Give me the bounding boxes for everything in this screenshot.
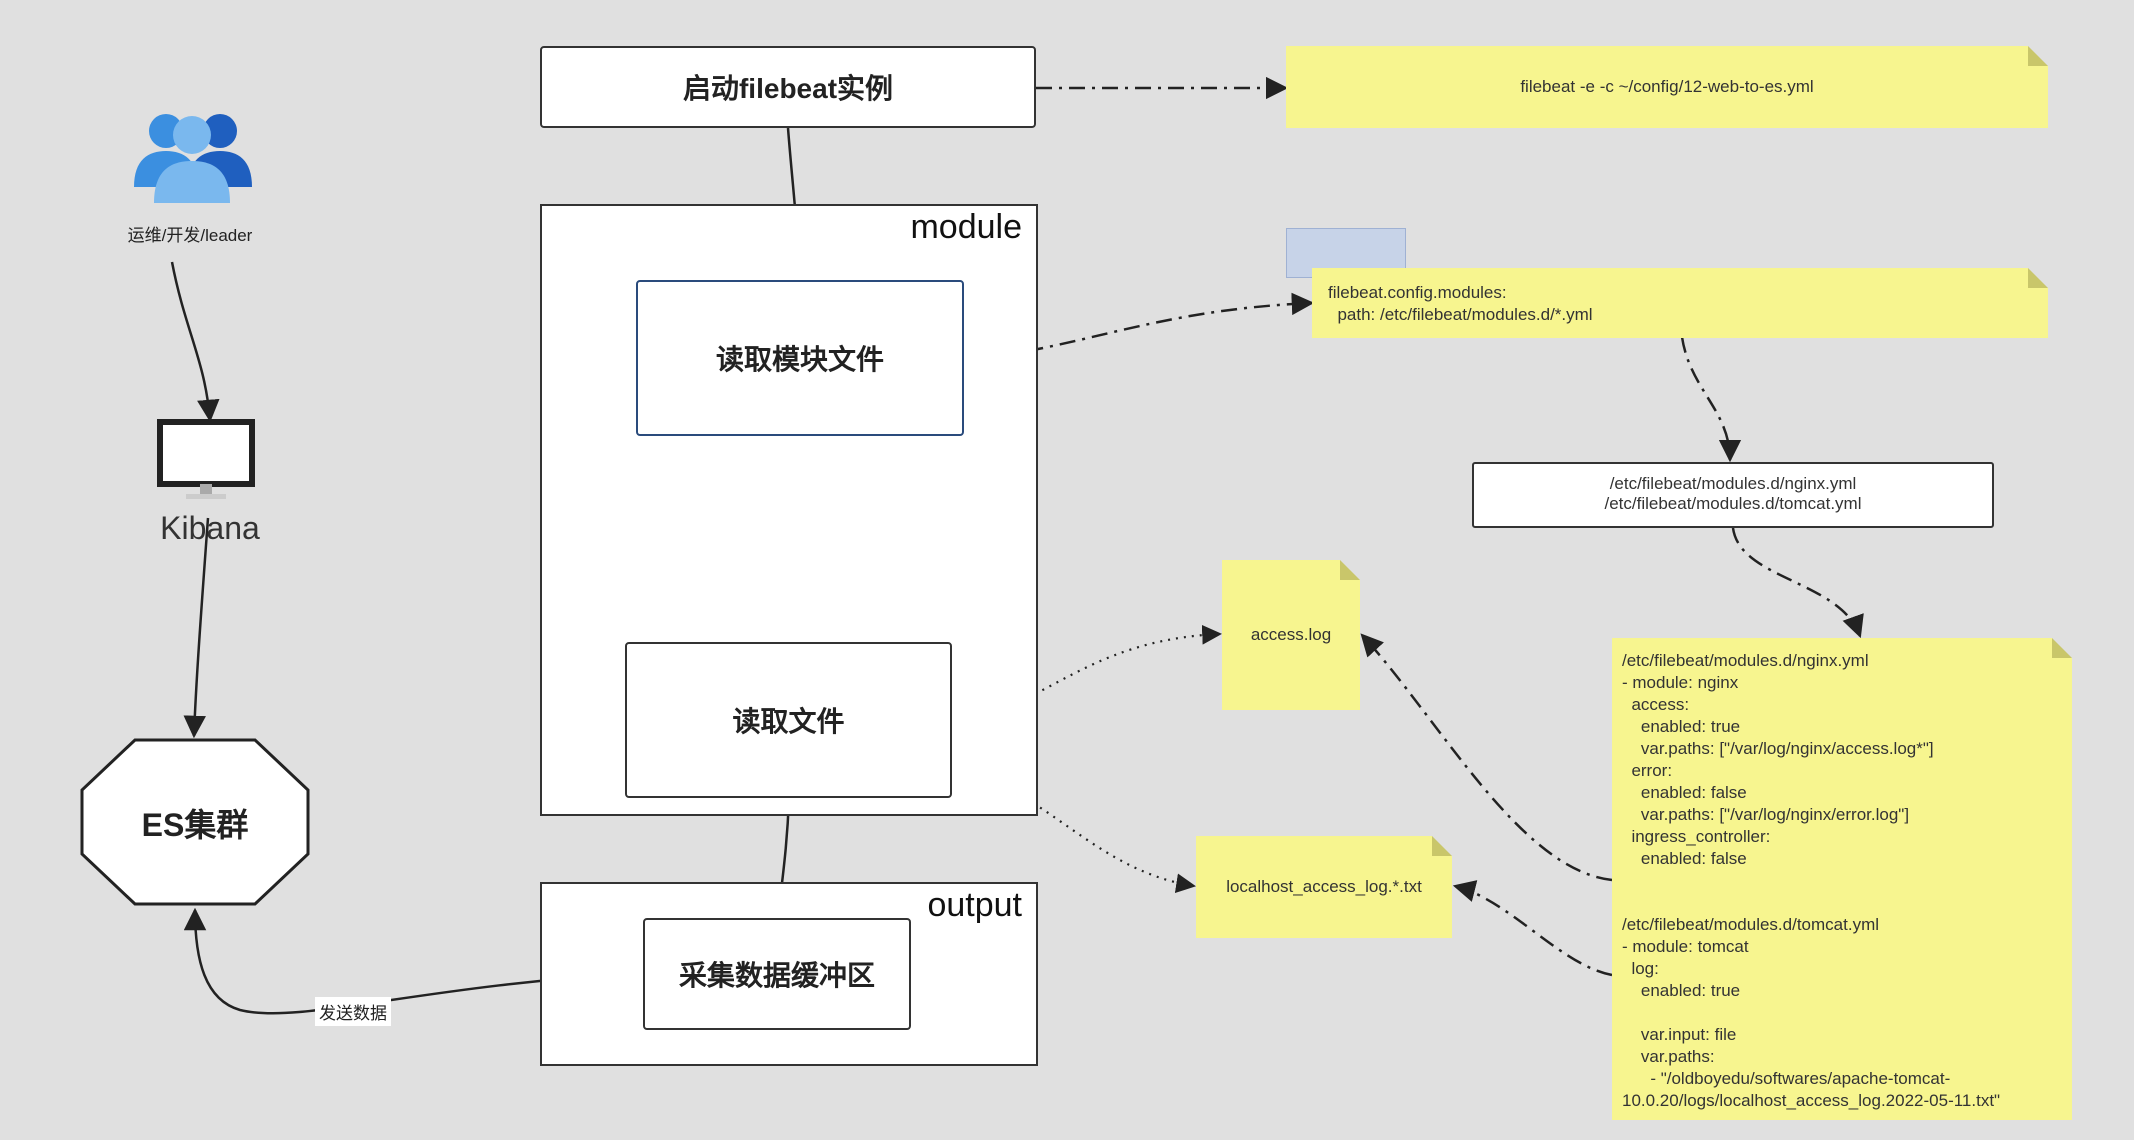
- yaml-text: /etc/filebeat/modules.d/nginx.yml - modu…: [1622, 651, 2001, 1110]
- access-log-note: access.log: [1222, 560, 1360, 710]
- octagon-shape: [80, 738, 310, 906]
- arrow-yaml-to-accesslog: [1360, 633, 1613, 882]
- config-note: filebeat.config.modules: path: /etc/file…: [1312, 268, 2048, 338]
- config-line-2: path: /etc/filebeat/modules.d/*.yml: [1328, 305, 1593, 324]
- cmd-text: filebeat -e -c ~/config/12-web-to-es.yml: [1520, 77, 1814, 96]
- localhost-log-text: localhost_access_log.*.txt: [1226, 877, 1422, 896]
- note-fold: [1432, 836, 1452, 856]
- config-line-1: filebeat.config.modules:: [1328, 283, 1507, 302]
- es-cluster: ES集群: [80, 738, 310, 906]
- arrow-buffer-to-es: [183, 907, 644, 1015]
- access-log-text: access.log: [1250, 625, 1332, 644]
- arrow-config-to-modules: [1680, 336, 1742, 463]
- cmd-note: filebeat -e -c ~/config/12-web-to-es.yml: [1286, 46, 2048, 128]
- monitor-icon: [157, 419, 255, 499]
- read-module-box: 读取模块文件: [636, 280, 964, 436]
- start-filebeat-box: 启动filebeat实例: [540, 46, 1036, 128]
- localhost-log-note: localhost_access_log.*.txt: [1196, 836, 1452, 938]
- arrow-modules-to-yaml: [1731, 527, 1864, 639]
- buffer-box: 采集数据缓冲区: [643, 918, 911, 1030]
- users-icon: [134, 114, 252, 203]
- modules-list-box: /etc/filebeat/modules.d/nginx.yml /etc/f…: [1472, 462, 1994, 528]
- note-fold: [2028, 268, 2048, 288]
- kibana-node: Kibana: [140, 418, 280, 558]
- actor: 运维/开发/leader: [105, 105, 275, 245]
- note-fold: [2028, 46, 2048, 66]
- arrow-actor-to-kibana: [170, 261, 220, 423]
- arrow-kibana-to-es: [183, 517, 210, 739]
- send-data-label: 发送数据: [315, 997, 391, 1026]
- modules-line-1: /etc/filebeat/modules.d/nginx.yml: [1609, 474, 1857, 493]
- note-fold: [2052, 638, 2072, 658]
- modules-line-2: /etc/filebeat/modules.d/tomcat.yml: [1604, 494, 1862, 513]
- es-label: ES集群: [141, 807, 249, 843]
- note-fold: [1340, 560, 1360, 580]
- read-file-box: 读取文件: [625, 642, 952, 798]
- kibana-label: Kibana: [160, 510, 260, 546]
- arrow-yaml-to-localhostlog: [1452, 880, 1613, 977]
- output-title: output: [927, 886, 1022, 924]
- actor-label: 运维/开发/leader: [127, 226, 253, 245]
- module-title: module: [910, 208, 1022, 246]
- yaml-note: /etc/filebeat/modules.d/nginx.yml - modu…: [1612, 638, 2072, 1120]
